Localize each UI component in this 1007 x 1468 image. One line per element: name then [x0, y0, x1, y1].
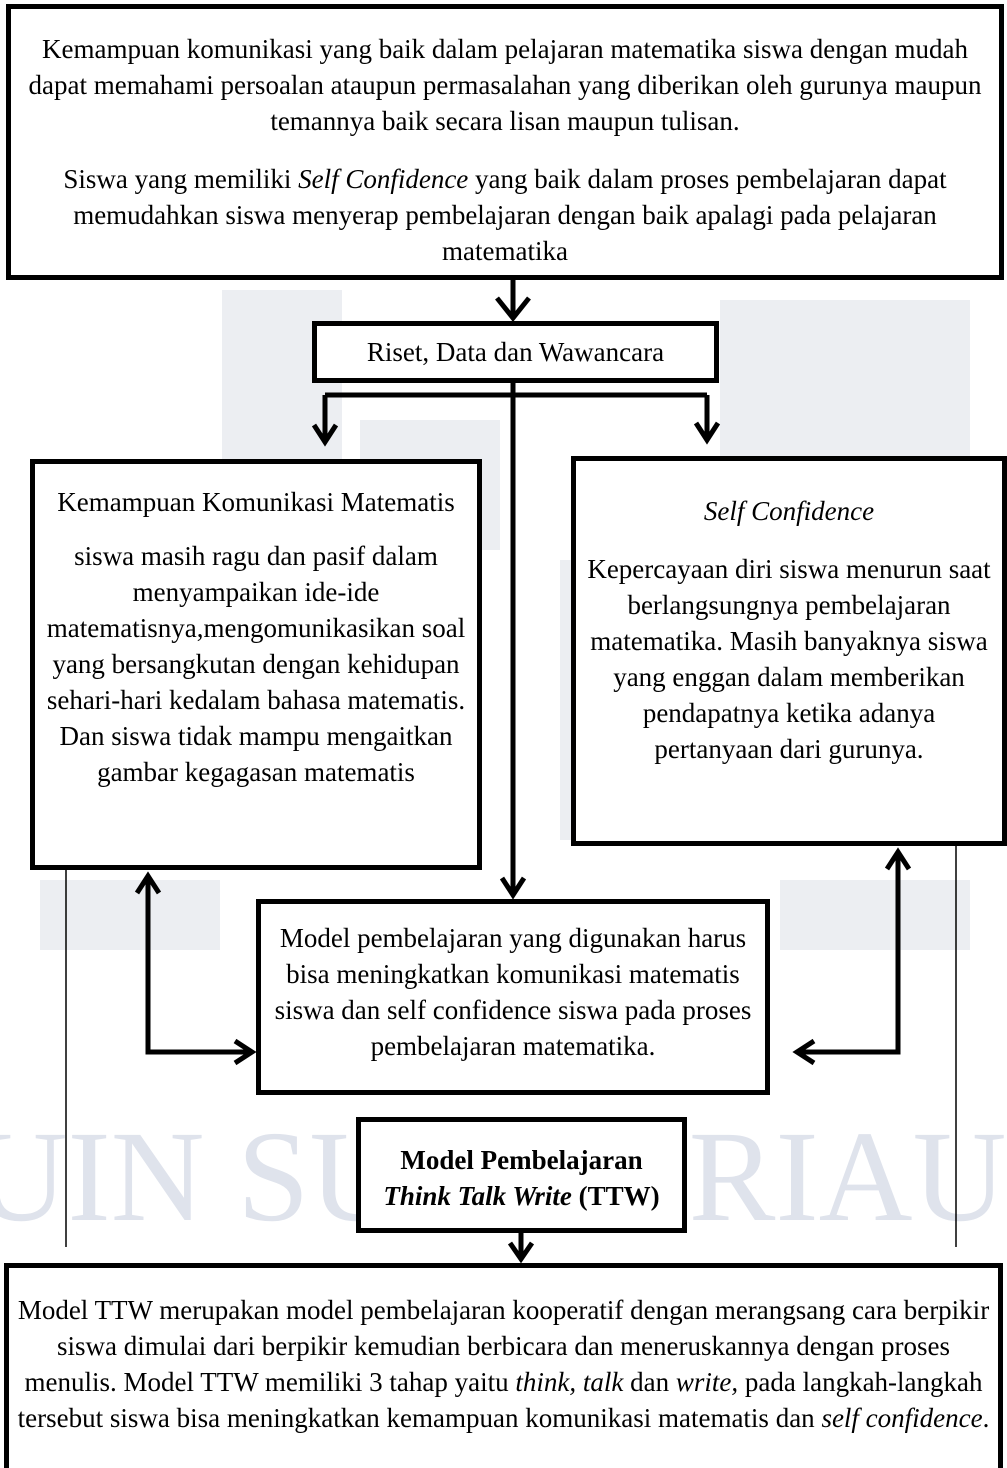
box-ttw-description: Model TTW merupakan model pembelajaran k…	[4, 1263, 1003, 1468]
ttw-desc-seg1: Model TTW merupakan model pembelajaran k…	[17, 1295, 990, 1397]
math-communication-desc: siswa masih ragu dan pasif dalam menyamp…	[46, 541, 466, 787]
arrowhead-branch-left	[311, 423, 339, 447]
top-p2-text-b: yang baik dalam proses pembelajaran dapa…	[73, 164, 947, 266]
box-ttw-model: Model Pembelajaran Think Talk Write (TTW…	[356, 1117, 687, 1233]
ttw-desc-seg2: think, talk	[515, 1367, 624, 1397]
arrowhead-branch-right	[693, 421, 721, 445]
ttw-line-2-text: (TTW)	[571, 1181, 660, 1211]
ttw-description-text: Model TTW merupakan model pembelajaran k…	[13, 1292, 994, 1436]
box-research: Riset, Data dan Wawancara	[312, 321, 719, 383]
arrowhead-left-up	[134, 871, 162, 895]
ttw-desc-seg6: self confidence	[821, 1403, 983, 1433]
ttw-desc-seg3: dan	[623, 1367, 676, 1397]
arrowhead-right-left	[792, 1038, 816, 1066]
arrowhead-research-to-model	[499, 876, 527, 900]
top-paragraph-1: Kemampuan komunikasi yang baik dalam pel…	[28, 34, 982, 136]
learning-model-need-text: Model pembelajaran yang digunakan harus …	[274, 923, 752, 1061]
self-confidence-title-text: Self Confidence	[703, 496, 875, 526]
watermark-logo-block-lower-left	[40, 880, 220, 950]
ttw-desc-seg7: .	[982, 1403, 990, 1433]
top-p2-text-a: Siswa yang memiliki	[63, 164, 299, 194]
math-communication-title: Kemampuan Komunikasi Matematis	[57, 487, 455, 517]
arrowhead-right-up	[884, 847, 912, 871]
self-confidence-title: Self Confidence	[582, 493, 996, 529]
connector-right-bidirectional	[797, 852, 901, 1055]
connector-left-bidirectional	[145, 876, 252, 1055]
box-math-communication: Kemampuan Komunikasi Matematis siswa mas…	[30, 459, 482, 870]
ttw-line-2-emphasis: Think Talk Write	[383, 1181, 572, 1211]
ttw-line-2: Think Talk Write (TTW)	[365, 1178, 678, 1214]
top-p2-emphasis: Self Confidence	[298, 164, 469, 194]
ttw-desc-seg4: write,	[675, 1367, 739, 1397]
box-self-confidence: Self Confidence Kepercayaan diri siswa m…	[571, 456, 1007, 846]
top-paragraph-2: Siswa yang memiliki Self Confidence yang…	[15, 161, 995, 269]
arrowhead-left-right	[233, 1038, 257, 1066]
watermark-logo-block-lower-right	[780, 880, 970, 950]
ttw-line-1: Model Pembelajaran	[400, 1145, 643, 1175]
box-communication-and-confidence: Kemampuan komunikasi yang baik dalam pel…	[6, 4, 1004, 280]
ttw-desc-seg5: pada langkah-langkah tersebut siswa bisa…	[17, 1367, 983, 1433]
research-label: Riset, Data dan Wawancara	[366, 337, 665, 367]
arrowhead-ttw-to-description	[507, 1241, 535, 1264]
self-confidence-desc: Kepercayaan diri siswa menurun saat berl…	[587, 554, 991, 764]
box-learning-model-need: Model pembelajaran yang digunakan harus …	[256, 899, 770, 1095]
arrowhead-top-to-research	[495, 296, 531, 323]
